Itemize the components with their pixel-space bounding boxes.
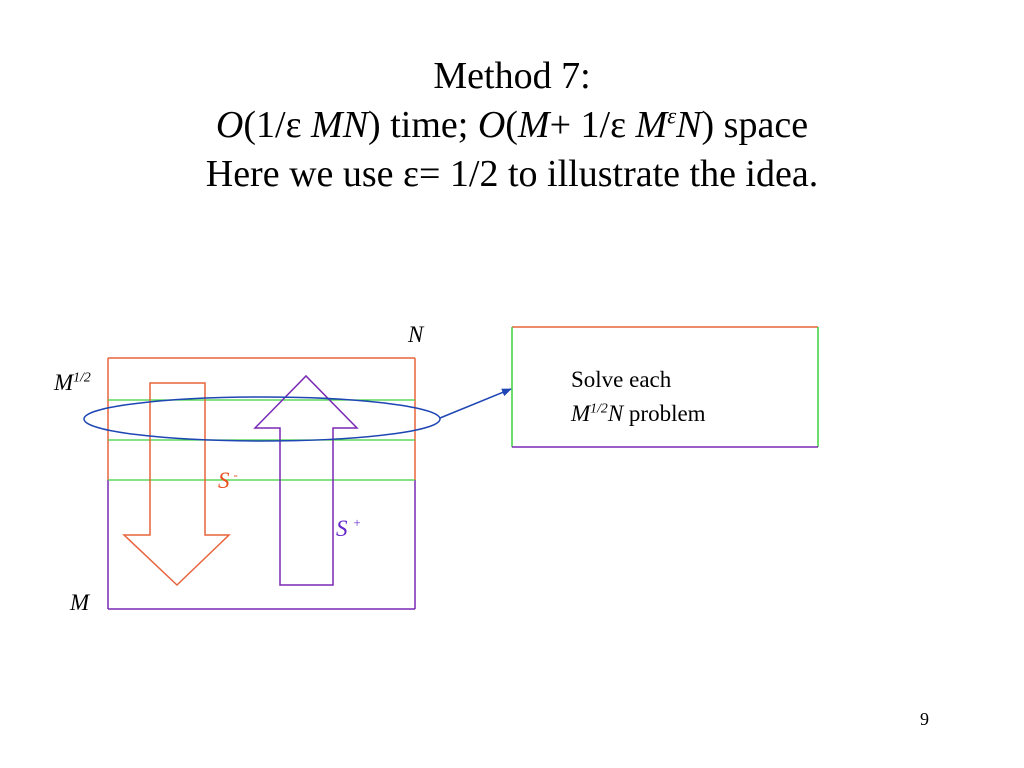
problem-box-text: Solve each M1/2N problem	[571, 363, 706, 431]
title-line-2: O(1/ε MN) time; O(M+ 1/ε MεN) space	[0, 101, 1024, 150]
title-line-1: Method 7:	[433, 55, 591, 97]
slide-title: Method 7: O(1/ε MN) time; O(M+ 1/ε MεN) …	[0, 52, 1024, 199]
label-m: M	[70, 590, 90, 615]
label-s-minus: S-	[218, 468, 238, 494]
eps-exponent: ε	[667, 103, 677, 129]
label-m-half: M1/2	[54, 370, 91, 396]
s-plus-base: S	[336, 516, 348, 541]
label-s-plus: S+	[336, 516, 361, 542]
s-plus-sign: +	[353, 516, 361, 531]
plus-frac: + 1/ε	[549, 104, 636, 146]
box-problem-word: problem	[623, 401, 706, 426]
pointer-arrow	[439, 388, 512, 419]
label-n: N	[408, 322, 424, 347]
big-o-space: O	[477, 104, 506, 146]
m-half-exponent: 1/2	[73, 369, 91, 385]
time-frac: (1/ε	[243, 104, 312, 146]
time-word: ) time;	[368, 104, 478, 146]
s-minus-sign: -	[233, 468, 238, 483]
page-number: 9	[920, 709, 929, 729]
s-minus-base: S	[218, 468, 230, 493]
title-line-3: Here we use ε= 1/2 to illustrate the ide…	[205, 153, 819, 195]
mn-term: MN	[311, 104, 369, 146]
s-plus-up-arrow	[253, 374, 359, 586]
space-word: ) space	[701, 104, 809, 146]
n-term: N	[676, 104, 702, 146]
m-term: M	[517, 104, 550, 146]
box-line-1: Solve each	[571, 367, 672, 392]
open-paren: (	[505, 104, 518, 146]
m-eps-base: M	[635, 104, 668, 146]
box-n: N	[607, 401, 624, 426]
box-line-2: M1/2N problem	[571, 397, 706, 431]
big-o-time: O	[215, 104, 244, 146]
m-half-base: M	[54, 370, 74, 395]
s-minus-down-arrow	[122, 382, 231, 587]
box-exponent: 1/2	[590, 400, 608, 416]
box-m: M	[571, 401, 591, 426]
strip-ellipse	[83, 396, 441, 442]
